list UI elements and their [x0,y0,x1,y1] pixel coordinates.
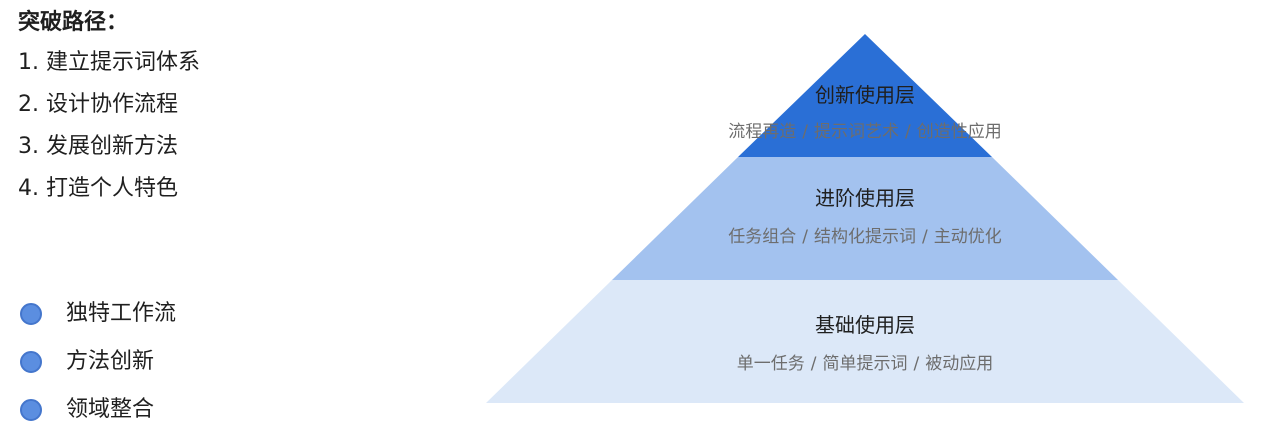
layer-item: 提示词艺术 [814,122,899,142]
breakthrough-path: 突破路径： 1. 建立提示词体系 2. 设计协作流程 3. 发展创新方法 4. … [18,6,418,210]
layer-innovation-items: 流程再造/提示词艺术/创造性应用 [683,120,1047,144]
step-1: 1. 建立提示词体系 [18,50,200,75]
layer-item: 结构化提示词 [814,227,916,247]
layer-basic-items: 单一任务/简单提示词/被动应用 [683,352,1047,376]
feature-item: 领域整合 [20,386,176,434]
layer-item: 创造性应用 [916,122,1002,142]
feature-label: 方法创新 [66,349,155,374]
pyramid-layer-innovation [738,34,992,157]
layer-item: 任务组合 [728,227,797,247]
layer-advanced-name: 进阶使用层 [815,186,915,210]
separator: / [810,354,817,374]
layer-item: 流程再造 [728,122,797,142]
layer-basic-name: 基础使用层 [815,313,915,337]
feature-item: 方法创新 [20,338,176,386]
separator: / [802,227,808,247]
feature-label: 独特工作流 [66,301,177,326]
separator: / [922,227,928,247]
pyramid-layer-basic [486,280,1244,403]
path-title: 突破路径： [18,10,129,35]
feature-list: 独特工作流 方法创新 领域整合 [20,290,176,434]
layer-advanced-items: 任务组合/结构化提示词/主动优化 [683,225,1047,249]
layer-advanced-text: 进阶使用层 任务组合/结构化提示词/主动优化 [683,185,1047,249]
feature-item: 独特工作流 [20,290,176,338]
separator: / [913,354,920,374]
step-4: 4. 打造个人特色 [18,176,178,201]
bullet-circle-icon [20,351,42,373]
step-2: 2. 设计协作流程 [18,92,178,117]
layer-item: 简单提示词 [822,354,908,374]
bullet-circle-icon [20,303,42,325]
layer-innovation-name: 创新使用层 [815,83,915,107]
layer-item: 主动优化 [933,227,1002,247]
step-3: 3. 发展创新方法 [18,134,178,159]
feature-label: 领域整合 [66,397,155,422]
separator: / [905,122,911,142]
layer-item: 单一任务 [736,354,805,374]
layer-basic-text: 基础使用层 单一任务/简单提示词/被动应用 [683,312,1047,376]
separator: / [802,122,808,142]
pyramid-layer-advanced [612,157,1118,280]
bullet-circle-icon [20,399,42,421]
layer-item: 被动应用 [925,354,994,374]
layer-innovation-text: 创新使用层 流程再造/提示词艺术/创造性应用 [683,82,1047,144]
